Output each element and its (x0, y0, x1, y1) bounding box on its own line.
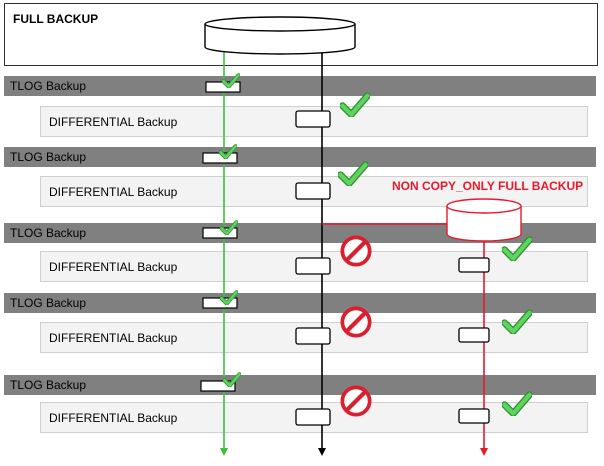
full-backup-panel: FULL BACKUP (4, 3, 598, 66)
tlog-backup-label: TLOG Backup (10, 79, 87, 93)
check-icon (343, 96, 368, 115)
tlog-backup-label: TLOG Backup (10, 378, 87, 392)
differential-backup-block-new-base (458, 257, 490, 273)
differential-backup-label: DIFFERENTIAL Backup (49, 331, 178, 345)
non-copy-only-full-backup-label: NON COPY_ONLY FULL BACKUP (392, 179, 584, 193)
differential-backup-label: DIFFERENTIAL Backup (49, 260, 178, 274)
non-copy-only-full-backup-cylinder (446, 198, 522, 242)
prohibited-icon (342, 387, 369, 414)
check-icon (341, 165, 366, 184)
differential-backup-block (295, 110, 331, 128)
tlog-backup-row-2: TLOG Backup (4, 147, 596, 167)
differential-backup-block-new-base (458, 408, 490, 424)
differential-backup-label: DIFFERENTIAL Backup (49, 115, 178, 129)
differential-backup-block (295, 182, 331, 200)
tlog-backup-label: TLOG Backup (10, 226, 87, 240)
differential-backup-block (295, 257, 331, 275)
check-icon (505, 395, 530, 414)
tlog-backup-block (200, 380, 236, 392)
non-copy-only-arrow (480, 448, 488, 456)
differential-backup-block (295, 408, 331, 426)
check-icon (505, 240, 530, 259)
tlog-backup-row-1: TLOG Backup (4, 76, 596, 96)
full-backup-cylinder (204, 16, 356, 55)
check-icon (225, 374, 240, 385)
differential-backup-label: DIFFERENTIAL Backup (49, 185, 178, 199)
differential-backup-label: DIFFERENTIAL Backup (49, 411, 178, 425)
differential-base-arrow (318, 448, 326, 456)
differential-backup-block (295, 327, 331, 345)
full-backup-title: FULL BACKUP (13, 12, 99, 26)
tlog-backup-label: TLOG Backup (10, 296, 87, 310)
prohibited-icon (342, 237, 369, 264)
tlog-backup-row-4: TLOG Backup (4, 293, 596, 313)
tlog-backup-row-5: TLOG Backup (4, 375, 596, 395)
tlog-backup-label: TLOG Backup (10, 150, 87, 164)
check-icon (505, 313, 530, 332)
tlog-chain-arrow (220, 448, 228, 456)
differential-backup-block-new-base (458, 327, 490, 343)
prohibited-icon (342, 308, 369, 335)
